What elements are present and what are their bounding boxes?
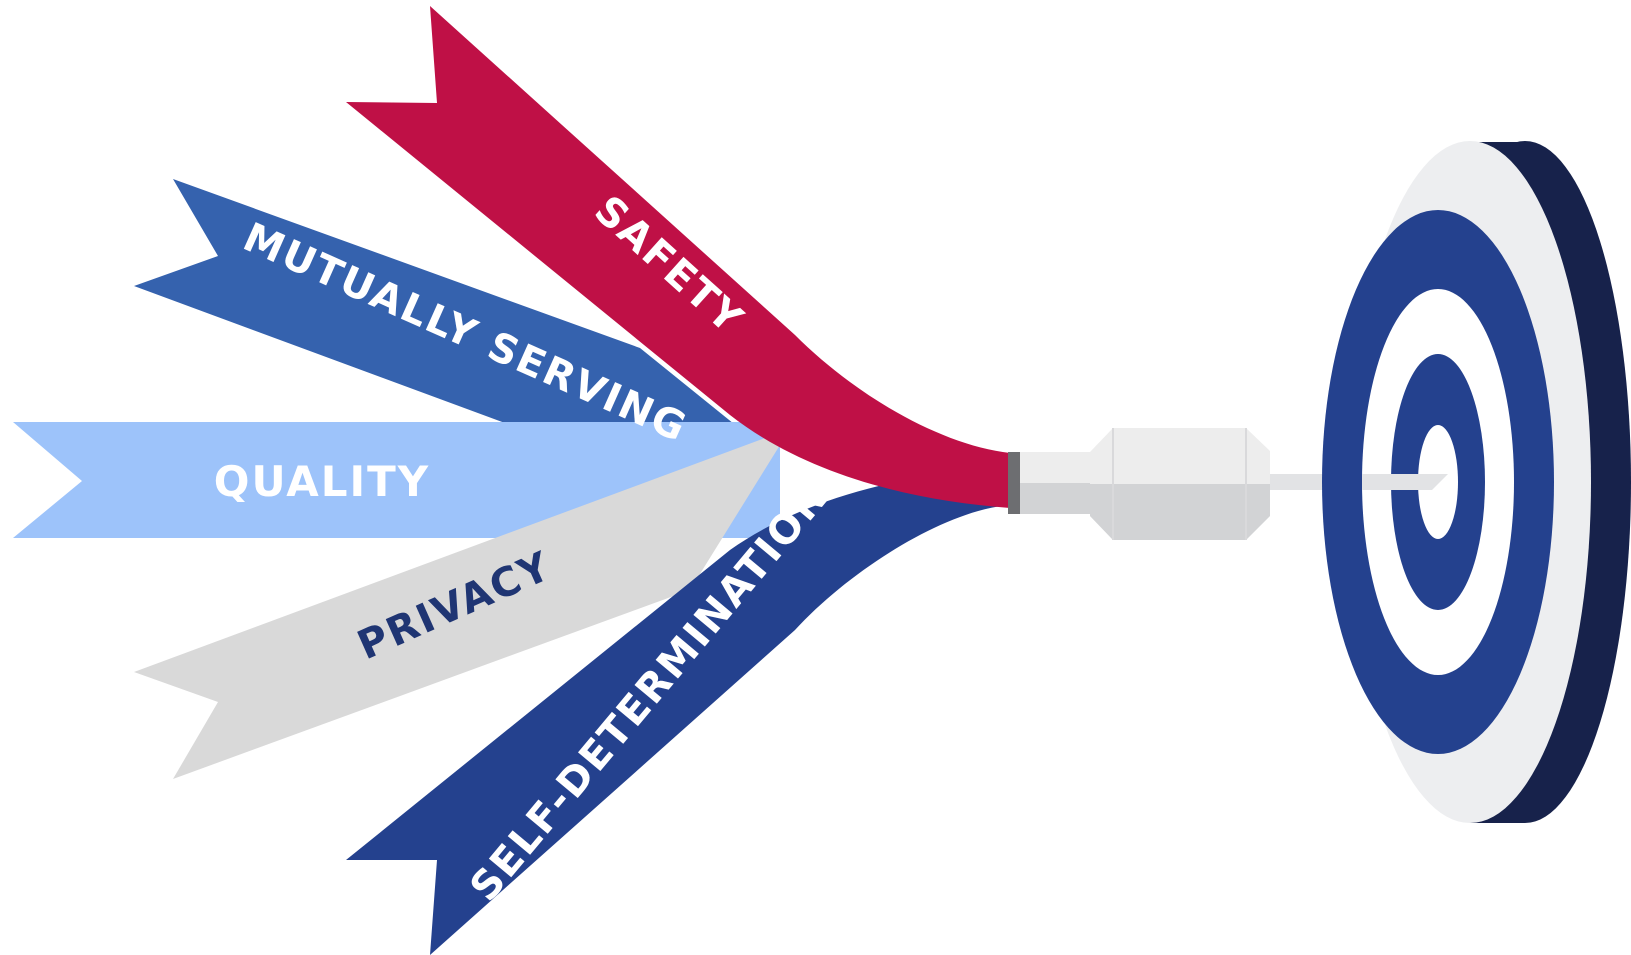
ribbon-self-determination <box>346 470 1010 955</box>
ribbon-label-quality: QUALITY <box>214 457 430 506</box>
ribbon-safety <box>346 6 1010 508</box>
target <box>1322 141 1631 823</box>
ribbon-privacy <box>134 438 780 779</box>
dart-band <box>1008 452 1020 514</box>
dart-shaft-tip <box>1362 474 1448 490</box>
ribbon-mutually-serving <box>134 179 765 484</box>
dart-barrel-shadow <box>1090 484 1270 540</box>
dart-collar-shadow <box>1020 483 1090 514</box>
